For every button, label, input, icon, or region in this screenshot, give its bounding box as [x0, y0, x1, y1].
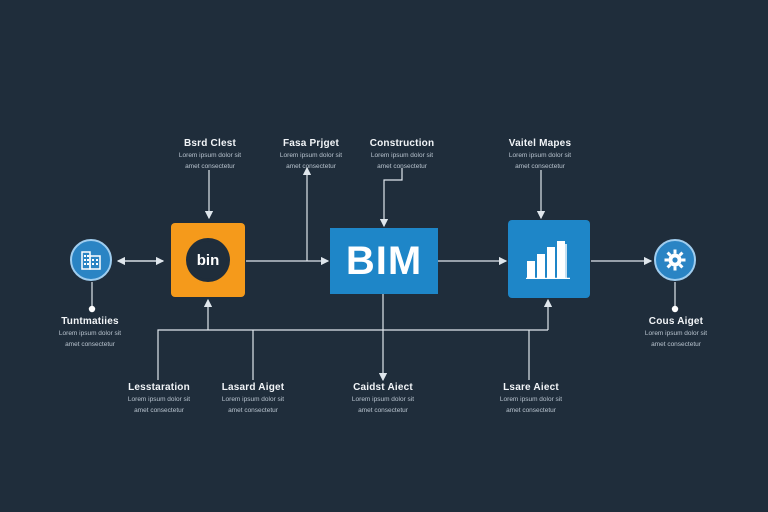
label-sub-line: Lorem ipsum dolor sit: [508, 152, 572, 159]
label-top-4: Vaitel Mapes Lorem ipsum dolor sit amet …: [480, 138, 600, 171]
label-sub-line: amet consectetur: [506, 407, 556, 414]
label-title: Bsrd Clest: [183, 138, 236, 149]
label-top-3: Construction Lorem ipsum dolor sit amet …: [342, 138, 462, 171]
bar-chart-icon: [526, 241, 570, 279]
label-top-1: Bsrd Clest Lorem ipsum dolor sit amet co…: [150, 138, 270, 171]
label-title: Lsare Aiect: [503, 382, 559, 393]
label-bottom-3: Caidst Aiect Lorem ipsum dolor sit amet …: [323, 382, 443, 415]
bin-logo: bin: [189, 241, 227, 279]
label-title: Fasa Prjget: [282, 138, 340, 149]
building-grid-icon: [81, 251, 101, 270]
left-circle-node[interactable]: [70, 239, 112, 281]
label-sub-line: Lorem ipsum dolor sit: [370, 152, 434, 159]
label-bottom-2: Lasard Aiget Lorem ipsum dolor sit amet …: [193, 382, 313, 415]
connector-top3: [379, 168, 403, 228]
label-sub-line: Lorem ipsum dolor sit: [499, 396, 563, 403]
bin-logo-text: bin: [196, 251, 220, 269]
label-sub-line: amet consectetur: [286, 163, 336, 170]
label-title: Cous Aiget: [648, 316, 704, 327]
label-sub-line: Lorem ipsum dolor sit: [351, 396, 415, 403]
label-left: Tuntmatiies Lorem ipsum dolor sit amet c…: [30, 316, 150, 349]
label-sub-line: Lorem ipsum dolor sit: [221, 396, 285, 403]
label-title: Lesstaration: [128, 382, 190, 393]
label-bottom-4: Lsare Aiect Lorem ipsum dolor sit amet c…: [471, 382, 591, 415]
label-sub-line: Lorem ipsum dolor sit: [178, 152, 242, 159]
bim-node[interactable]: BIM: [330, 228, 438, 294]
gear-icon: [664, 249, 686, 271]
label-title: Vaitel Mapes: [508, 138, 572, 149]
label-title: Tuntmatiies: [61, 316, 119, 327]
label-sub-line: amet consectetur: [515, 163, 565, 170]
data-node[interactable]: [508, 220, 590, 298]
label-bottom-1: Lesstaration Lorem ipsum dolor sit amet …: [99, 382, 219, 415]
bin-node[interactable]: bin: [171, 223, 245, 297]
label-title: Caidst Aiect: [353, 382, 413, 393]
label-sub-line: amet consectetur: [185, 163, 235, 170]
pin-right: [671, 305, 679, 313]
label-sub-line: amet consectetur: [228, 407, 278, 414]
label-sub-line: amet consectetur: [651, 341, 701, 348]
label-sub-line: Lorem ipsum dolor sit: [644, 330, 708, 337]
label-sub-line: amet consectetur: [65, 341, 115, 348]
label-sub-line: Lorem ipsum dolor sit: [127, 396, 191, 403]
label-title: Construction: [369, 138, 435, 149]
connector-bottom-bus: [157, 329, 548, 380]
label-sub-line: Lorem ipsum dolor sit: [279, 152, 343, 159]
pin-left: [88, 305, 96, 313]
label-sub-line: amet consectetur: [358, 407, 408, 414]
bim-label: BIM: [345, 238, 423, 283]
label-sub-line: Lorem ipsum dolor sit: [58, 330, 122, 337]
label-sub-line: amet consectetur: [377, 163, 427, 170]
label-sub-line: amet consectetur: [134, 407, 184, 414]
label-top-2: Fasa Prjget Lorem ipsum dolor sit amet c…: [251, 138, 371, 171]
label-title: Lasard Aiget: [221, 382, 285, 393]
right-circle-node[interactable]: [654, 239, 696, 281]
label-right: Cous Aiget Lorem ipsum dolor sit amet co…: [616, 316, 736, 349]
